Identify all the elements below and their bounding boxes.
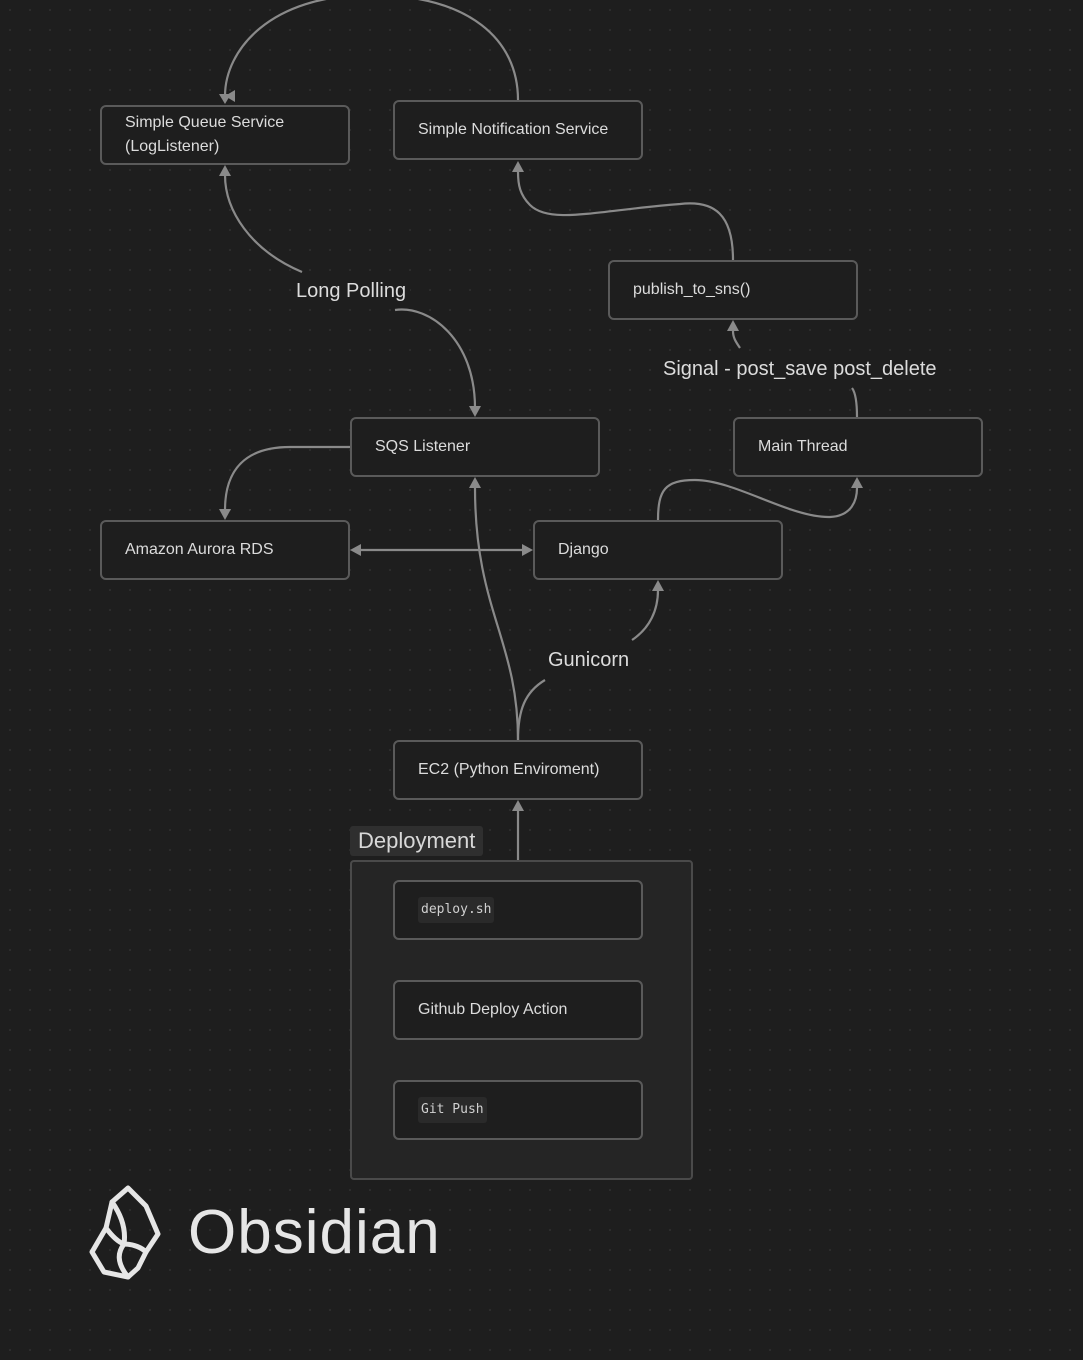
edge-publish-to-sns — [516, 171, 735, 261]
arrowhead-sqs — [219, 94, 231, 104]
node-label: SQS Listener — [375, 438, 471, 455]
node-label: Simple Notification Service — [418, 121, 609, 138]
edge-label-signal: Signal - post_save post_delete — [659, 356, 941, 383]
node-deploy-sh[interactable]: deploy.sh — [393, 880, 643, 940]
edge-main-to-publish — [851, 387, 859, 418]
obsidian-wordmark: Obsidian — [188, 1197, 441, 1267]
node-publish-to-sns[interactable]: publish_to_sns() — [608, 260, 858, 320]
edge-listener-to-sqs — [394, 308, 477, 409]
edge-listener-to-aurora — [223, 445, 350, 511]
obsidian-logo-icon — [89, 1185, 161, 1280]
edge-signal-to-publish — [731, 330, 741, 349]
node-simple-notification-service[interactable]: Simple Notification Service — [393, 100, 643, 160]
node-git-push[interactable]: Git Push — [393, 1080, 643, 1140]
node-label: Main Thread — [758, 438, 848, 455]
edge-django-to-main — [656, 478, 859, 521]
node-label: Github Deploy Action — [418, 1001, 568, 1018]
node-label: Amazon Aurora RDS — [125, 541, 274, 558]
node-main-thread[interactable]: Main Thread — [733, 417, 983, 477]
edge-gunicorn-to-django — [631, 589, 660, 641]
node-label: Git Push — [418, 1097, 487, 1123]
arrowhead-publish-bottom — [727, 320, 739, 331]
obsidian-logo: Obsidian — [88, 1182, 441, 1282]
node-sqs-listener[interactable]: SQS Listener — [350, 417, 600, 477]
node-label: deploy.sh — [418, 897, 495, 923]
arrowhead-aurora-right — [350, 544, 361, 556]
arrowhead-django-bottom — [652, 580, 664, 591]
node-label: Simple Queue Service (LogListener) — [125, 114, 285, 155]
arrowhead-aurora-top — [219, 509, 231, 520]
node-django[interactable]: Django — [533, 520, 783, 580]
node-simple-queue-service[interactable]: Simple Queue Service (LogListener) — [100, 105, 350, 165]
deployment-group-label: Deployment — [350, 826, 484, 856]
edge-label-long-polling: Long Polling — [292, 278, 411, 305]
edge-label-gunicorn: Gunicorn — [544, 647, 634, 674]
node-amazon-aurora-rds[interactable]: Amazon Aurora RDS — [100, 520, 350, 580]
arrowhead-main-bottom — [851, 477, 863, 488]
node-label: publish_to_sns() — [633, 281, 751, 298]
arrowhead-django-left — [522, 544, 533, 556]
edge-sns-to-sqs — [223, 0, 520, 103]
edge-polling-to-sqs — [223, 174, 303, 274]
edge-ec2-to-listener — [473, 487, 520, 741]
arrowhead-ec2-bottom — [512, 800, 524, 811]
node-label: Django — [558, 541, 609, 558]
arrowhead-sns-bottom — [512, 161, 524, 172]
node-github-deploy-action[interactable]: Github Deploy Action — [393, 980, 643, 1040]
edge-ec2-to-gunicorn — [516, 679, 546, 741]
arrowhead-listener-bottom — [469, 477, 481, 488]
node-label: EC2 (Python Enviroment) — [418, 761, 600, 778]
arrowhead-sqs-bottom — [219, 165, 231, 176]
node-ec2[interactable]: EC2 (Python Enviroment) — [393, 740, 643, 800]
arrowhead-listener-top — [469, 406, 481, 417]
